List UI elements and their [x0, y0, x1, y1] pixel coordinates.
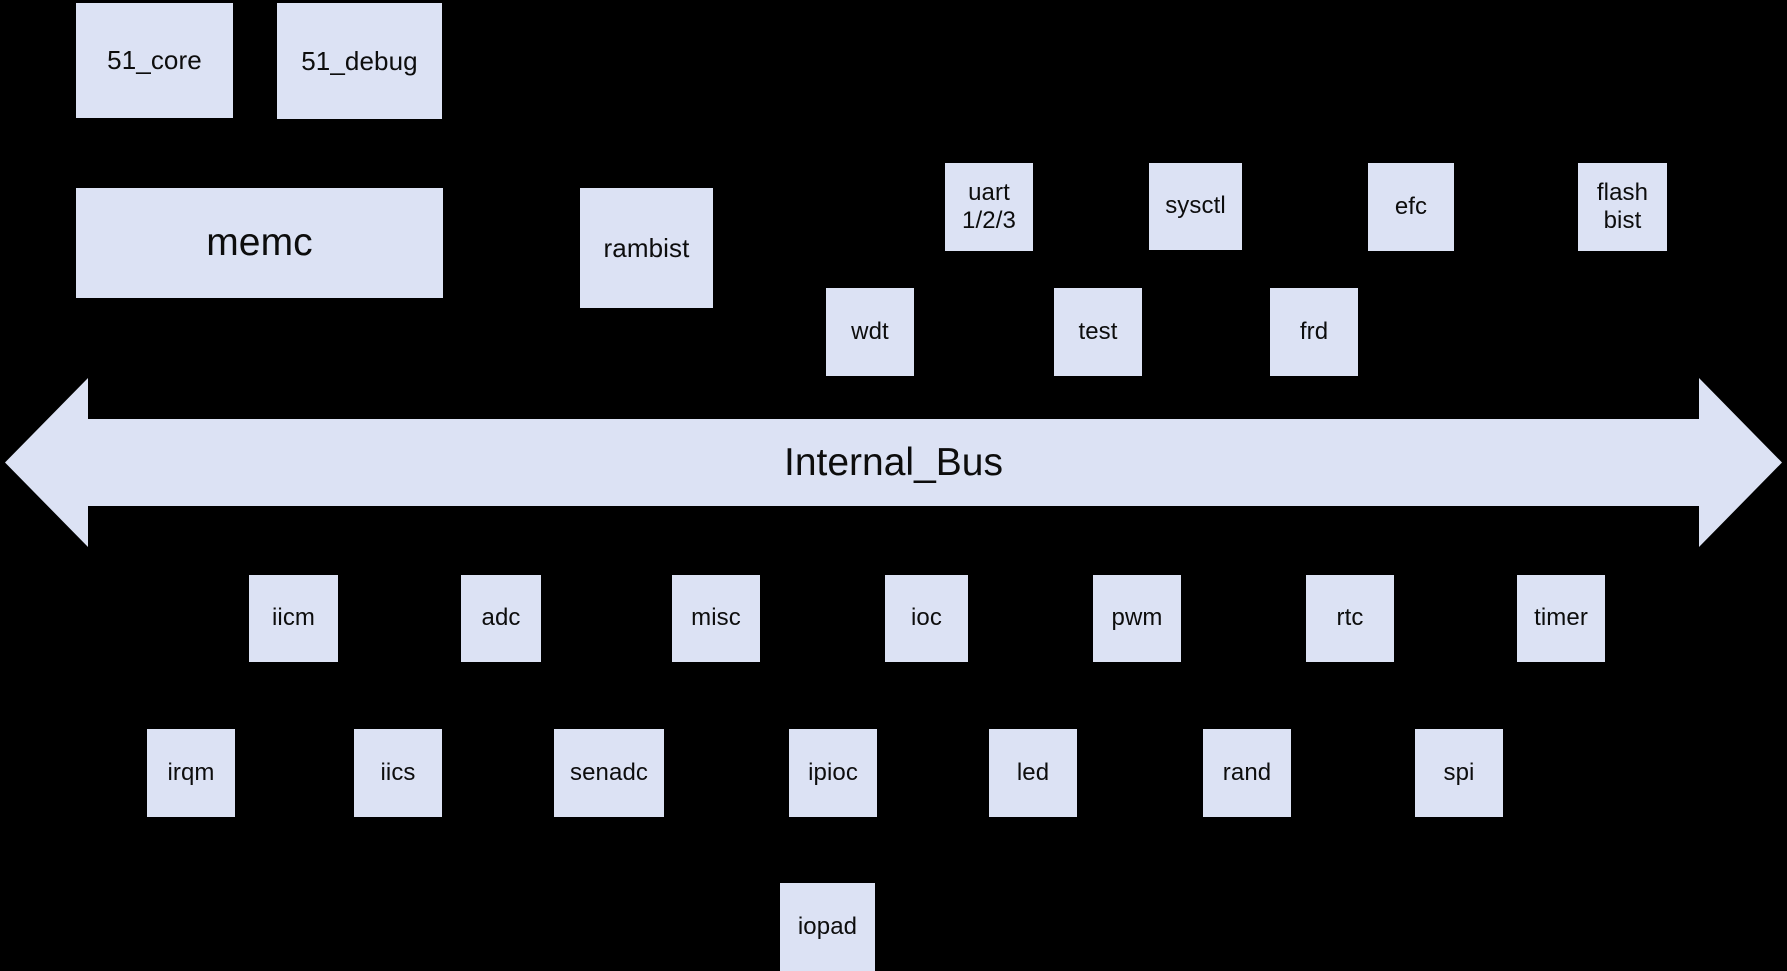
block-label-led: led: [1016, 758, 1050, 786]
block-ioc[interactable]: ioc: [885, 575, 968, 662]
block-label-ioc: ioc: [911, 604, 942, 632]
block-51_debug[interactable]: 51_debug: [277, 3, 442, 119]
block-label-iicm: iicm: [271, 604, 316, 632]
block-label-ipioc: ipioc: [808, 758, 858, 786]
block-iicm[interactable]: iicm: [249, 575, 338, 662]
block-label-51_core: 51_core: [107, 45, 202, 76]
block-flash_bist[interactable]: flash bist: [1578, 163, 1667, 251]
block-sysctl[interactable]: sysctl: [1149, 163, 1242, 250]
block-iics[interactable]: iics: [354, 729, 442, 817]
block-test[interactable]: test: [1054, 288, 1142, 376]
block-label-senadc: senadc: [570, 758, 648, 786]
block-efc[interactable]: efc: [1368, 163, 1454, 251]
block-memc[interactable]: memc: [76, 188, 443, 298]
block-label-memc: memc: [206, 220, 313, 264]
block-rand[interactable]: rand: [1203, 729, 1291, 817]
block-frd[interactable]: frd: [1270, 288, 1358, 376]
block-label-uart123: uart 1/2/3: [962, 178, 1016, 234]
block-51_core[interactable]: 51_core: [76, 3, 233, 118]
block-label-efc: efc: [1394, 192, 1428, 220]
block-label-51_debug: 51_debug: [301, 45, 418, 76]
block-irqm[interactable]: irqm: [147, 729, 235, 817]
block-label-rtc: rtc: [1336, 604, 1364, 632]
block-label-spi: spi: [1443, 758, 1475, 786]
block-pwm[interactable]: pwm: [1093, 575, 1181, 662]
block-label-irqm: irqm: [167, 758, 215, 786]
block-led[interactable]: led: [989, 729, 1077, 817]
block-label-frd: frd: [1299, 317, 1329, 345]
block-misc[interactable]: misc: [672, 575, 760, 662]
block-iopad[interactable]: iopad: [780, 883, 875, 971]
block-senadc[interactable]: senadc: [554, 729, 664, 817]
block-label-timer: timer: [1534, 604, 1588, 632]
block-label-pwm: pwm: [1111, 604, 1163, 632]
block-label-test: test: [1078, 317, 1118, 345]
block-uart123[interactable]: uart 1/2/3: [945, 163, 1033, 251]
block-timer[interactable]: timer: [1517, 575, 1605, 662]
block-label-wdt: wdt: [851, 317, 889, 345]
block-label-misc: misc: [691, 604, 741, 632]
block-rtc[interactable]: rtc: [1306, 575, 1394, 662]
block-label-flash_bist: flash bist: [1596, 178, 1649, 234]
block-label-sysctl: sysctl: [1165, 192, 1226, 220]
internal-bus-arrow: [0, 370, 1787, 555]
block-label-iics: iics: [380, 758, 416, 786]
block-adc[interactable]: adc: [461, 575, 541, 662]
block-ipioc[interactable]: ipioc: [789, 729, 877, 817]
internal-bus-shape: [5, 378, 1782, 547]
bus-arrow-polygon: [5, 378, 1782, 547]
block-label-rambist: rambist: [603, 232, 690, 263]
block-rambist[interactable]: rambist: [580, 188, 713, 308]
block-label-rand: rand: [1222, 758, 1272, 786]
block-label-adc: adc: [481, 604, 521, 632]
block-spi[interactable]: spi: [1415, 729, 1503, 817]
block-wdt[interactable]: wdt: [826, 288, 914, 376]
block-label-iopad: iopad: [797, 912, 858, 940]
